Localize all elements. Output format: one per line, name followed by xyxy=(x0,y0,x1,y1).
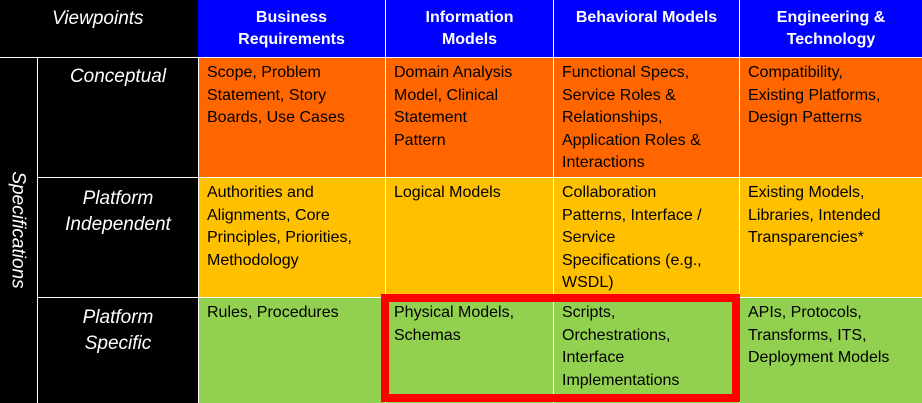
cell-independent-engineering: Existing Models, Libraries, Intended Tra… xyxy=(740,178,922,297)
row-label-platform-independent: Platform Independent xyxy=(38,178,198,297)
cell-specific-behavioral: Scripts, Orchestrations, Interface Imple… xyxy=(554,298,739,403)
cell-specific-engineering: APIs, Protocols, Transforms, ITS, Deploy… xyxy=(740,298,922,403)
specifications-text: Specifications xyxy=(8,170,30,289)
column-header-business-requirements: Business Requirements xyxy=(198,0,385,57)
viewpoints-label: Viewpoints xyxy=(52,8,144,29)
cell-independent-business: Authorities and Alignments, Core Princip… xyxy=(199,178,385,297)
cell-specific-information: Physical Models, Schemas xyxy=(386,298,553,403)
cell-independent-information: Logical Models xyxy=(386,178,553,297)
column-header-information-models: Information Models xyxy=(386,0,553,57)
cell-conceptual-behavioral: Functional Specs, Service Roles & Relati… xyxy=(554,58,739,177)
cell-specific-business: Rules, Procedures xyxy=(199,298,385,403)
row-label-platform-specific: Platform Specific xyxy=(38,298,198,403)
corner-header: Viewpoints xyxy=(0,0,198,57)
specifications-label: Specifications xyxy=(0,58,36,401)
row-label-conceptual: Conceptual xyxy=(38,58,198,177)
cell-independent-behavioral: Collaboration Patterns, Interface / Serv… xyxy=(554,178,739,297)
cell-conceptual-information: Domain Analysis Model, Clinical Statemen… xyxy=(386,58,553,177)
specifications-side-panel xyxy=(0,58,37,403)
cell-conceptual-engineering: Compatibility, Existing Platforms, Desig… xyxy=(740,58,922,177)
cell-conceptual-business: Scope, Problem Statement, Story Boards, … xyxy=(199,58,385,177)
column-header-engineering-technology: Engineering & Technology xyxy=(740,0,922,57)
column-header-behavioral-models: Behavioral Models xyxy=(554,0,739,57)
